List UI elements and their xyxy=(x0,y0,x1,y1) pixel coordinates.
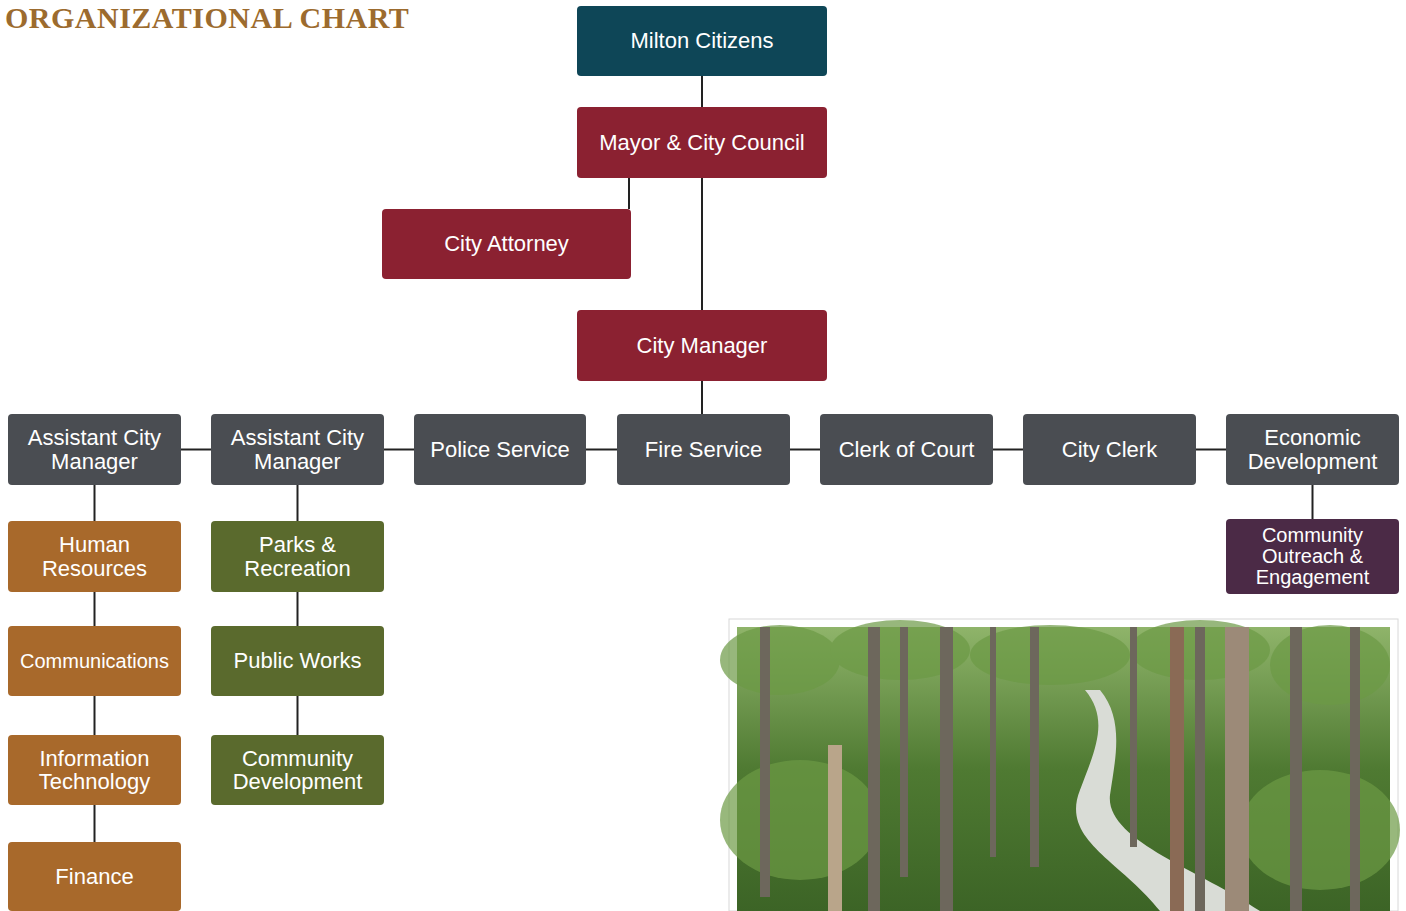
box-label: Finance xyxy=(14,865,175,888)
org-box: City Clerk xyxy=(1023,414,1196,485)
org-connector xyxy=(701,178,703,310)
box-label: Assistant City Manager xyxy=(14,426,175,472)
org-box: Public Works xyxy=(211,626,384,696)
box-label: Assistant City Manager xyxy=(217,426,378,472)
org-box: City Attorney xyxy=(382,209,631,279)
org-connector xyxy=(94,592,96,626)
box-label: Clerk of Court xyxy=(826,438,987,461)
box-label: Economic Development xyxy=(1232,426,1393,472)
chart-title: ORGANIZATIONAL CHART xyxy=(5,1,409,35)
box-label: Community Outreach & Engagement xyxy=(1232,525,1393,588)
org-connector xyxy=(384,449,414,451)
org-box: Police Service xyxy=(414,414,586,485)
org-connector xyxy=(701,76,703,107)
org-box: Community Outreach & Engagement xyxy=(1226,519,1399,594)
box-label: City Manager xyxy=(583,334,821,357)
org-connector xyxy=(94,485,96,521)
org-box: City Manager xyxy=(577,310,827,381)
org-box: Clerk of Court xyxy=(820,414,993,485)
org-connector xyxy=(993,449,1023,451)
org-connector xyxy=(628,178,630,209)
box-label: City Clerk xyxy=(1029,438,1190,461)
org-connector xyxy=(94,805,96,842)
org-box: Economic Development xyxy=(1226,414,1399,485)
org-connector xyxy=(790,449,820,451)
box-label: Parks & Recreation xyxy=(217,533,378,579)
org-connector xyxy=(1196,449,1226,451)
box-label: Police Service xyxy=(420,438,580,461)
box-label: Milton Citizens xyxy=(583,29,821,52)
org-connector xyxy=(297,696,299,735)
org-connector xyxy=(181,449,211,451)
org-connector xyxy=(297,485,299,521)
box-label: Human Resources xyxy=(14,533,175,579)
box-label: Community Development xyxy=(217,747,378,793)
box-label: Communications xyxy=(14,651,175,672)
org-box: Community Development xyxy=(211,735,384,805)
org-box: Assistant City Manager xyxy=(8,414,181,485)
org-box: Information Technology xyxy=(8,735,181,805)
org-connector xyxy=(1312,485,1314,519)
org-box: Human Resources xyxy=(8,521,181,592)
box-label: City Attorney xyxy=(388,232,625,255)
org-box: Communications xyxy=(8,626,181,696)
org-box: Finance xyxy=(8,842,181,911)
org-connector xyxy=(586,449,617,451)
box-label: Public Works xyxy=(217,649,378,672)
org-box: Parks & Recreation xyxy=(211,521,384,592)
org-connector xyxy=(701,381,703,414)
box-label: Mayor & City Council xyxy=(583,131,821,154)
org-connector xyxy=(94,696,96,735)
org-box: Milton Citizens xyxy=(577,6,827,76)
org-box: Assistant City Manager xyxy=(211,414,384,485)
box-label: Fire Service xyxy=(623,438,784,461)
box-label: Information Technology xyxy=(14,747,175,793)
org-box: Fire Service xyxy=(617,414,790,485)
org-box: Mayor & City Council xyxy=(577,107,827,178)
org-connector xyxy=(297,592,299,626)
